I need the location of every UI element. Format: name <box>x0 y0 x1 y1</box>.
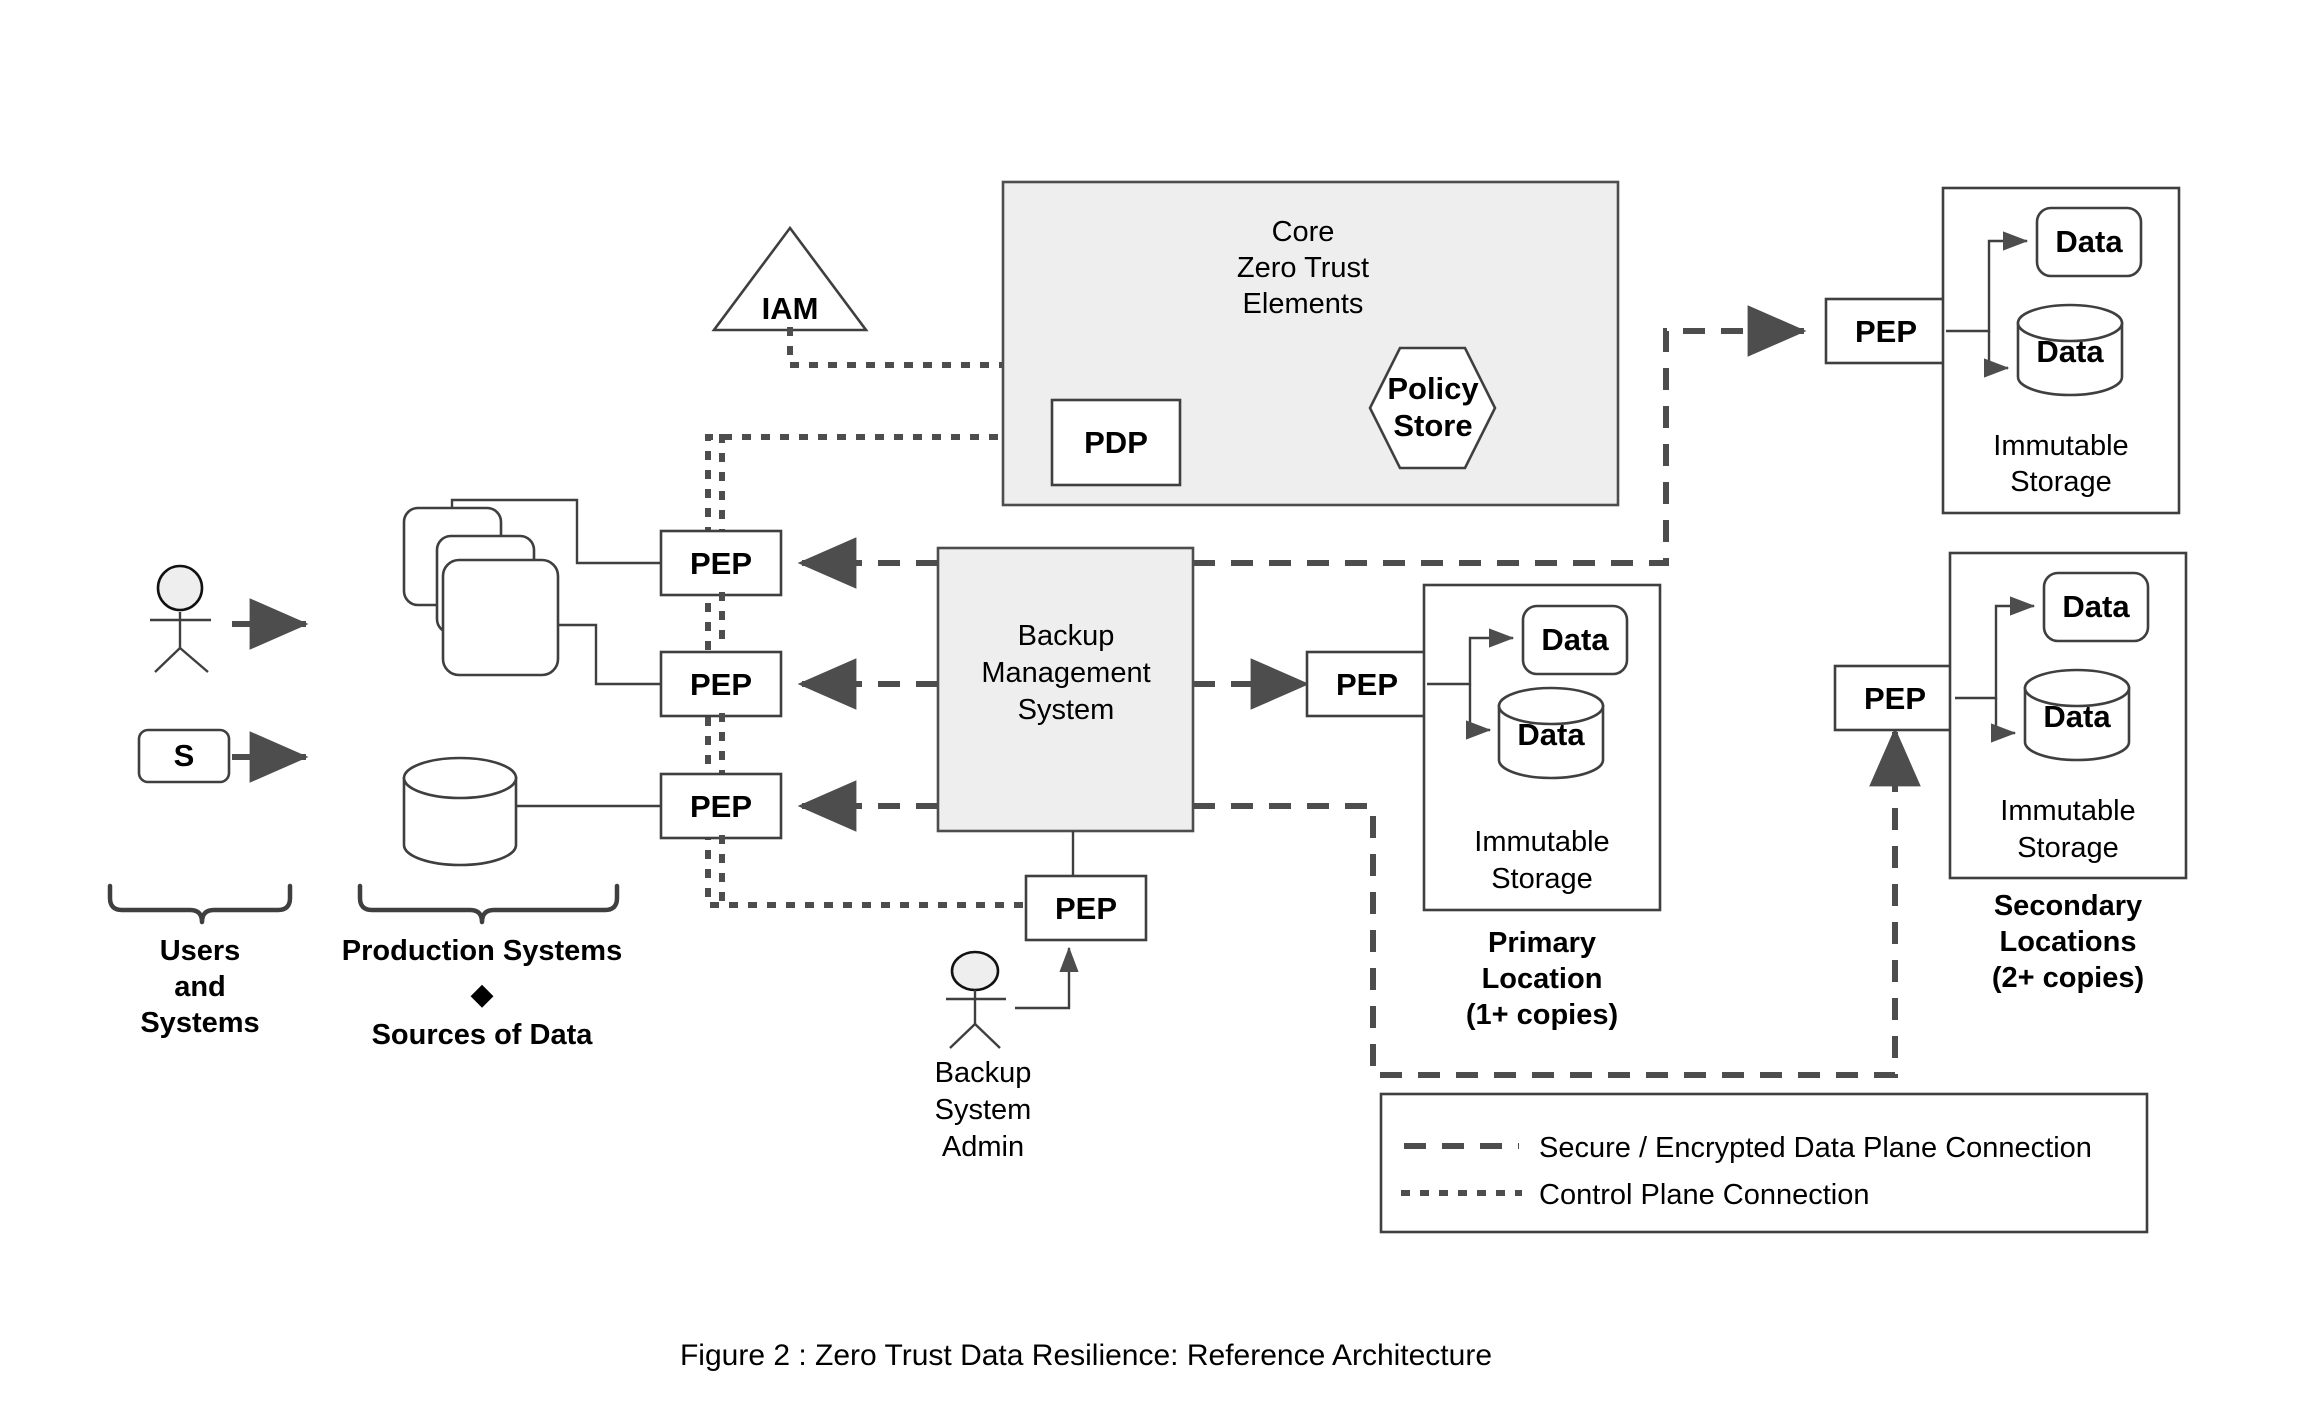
data-label: Data <box>2036 334 2104 369</box>
immutable-top-data-cylinder: Data <box>2016 303 2124 397</box>
production-database-cylinder <box>402 756 518 867</box>
primary-data-box: Data <box>1521 604 1629 676</box>
primary-location-label-3: (1+ copies) <box>1466 999 1618 1031</box>
primary-location-label-2: Location <box>1482 963 1603 995</box>
data-label: Data <box>2043 699 2111 734</box>
legend-label-dashed: Secure / Encrypted Data Plane Connection <box>1539 1132 2092 1164</box>
legend-label-dotted: Control Plane Connection <box>1539 1179 1869 1211</box>
connector-admin-to-pep-admin <box>1015 946 1079 1010</box>
control-pdp-to-peps-trunk <box>705 434 1055 908</box>
connector-apps-to-pep-mid <box>558 623 661 686</box>
data-label: Data <box>2055 224 2123 259</box>
figure-caption: Figure 2 : Zero Trust Data Resilience: R… <box>680 1339 1492 1372</box>
secondary-location-label-2: Locations <box>2000 926 2137 958</box>
policy-store-node[interactable]: Policy Store <box>1368 346 1497 470</box>
pep-label: PEP <box>690 789 752 824</box>
production-brace <box>357 883 620 925</box>
connector-pep-immutable-to-data-box <box>1946 231 2029 333</box>
primary-location-label-1: Primary <box>1488 927 1596 959</box>
core-title-3: Elements <box>1243 288 1364 320</box>
pdp-label: PDP <box>1084 425 1148 460</box>
connector-pep-secondary-to-data-cylinder <box>1991 698 2017 743</box>
connector-apps-to-pep-top <box>450 498 661 565</box>
data-label: Data <box>1517 717 1585 752</box>
secondary-location-label-1: Secondary <box>1994 890 2142 922</box>
users-group-label-3: Systems <box>140 1007 259 1039</box>
policy-store-label-2: Store <box>1393 408 1472 443</box>
system-actor-label: S <box>174 738 195 773</box>
pep-label: PEP <box>1864 681 1926 716</box>
iam-label: IAM <box>762 291 819 326</box>
connector-pep-immutable-to-data-cylinder <box>1984 331 2010 378</box>
users-group-label-2: and <box>174 971 226 1003</box>
immutable-top-data-box: Data <box>2035 206 2143 278</box>
production-group-label-1: Production Systems <box>342 935 622 967</box>
core-title-2: Zero Trust <box>1237 252 1369 284</box>
immutable-top-group: Data Data Immutable Storage <box>1941 186 2181 515</box>
connector-pep-primary-to-data-box <box>1427 628 1515 686</box>
production-group-diamond-icon: ◆ <box>470 978 493 1011</box>
admin-label-1: Backup <box>935 1057 1032 1089</box>
secondary-location-group: Data Data Immutable Storage <box>1948 551 2188 880</box>
policy-store-label-1: Policy <box>1387 371 1479 406</box>
core-title-1: Core <box>1272 216 1335 248</box>
pdp-node[interactable]: PDP <box>1050 398 1182 487</box>
pep-label: PEP <box>1055 891 1117 926</box>
immutable-top-label-2: Storage <box>2010 466 2112 498</box>
backup-admin-actor <box>946 950 1006 1049</box>
production-group-label-2: Sources of Data <box>372 1019 594 1051</box>
data-label: Data <box>1541 622 1609 657</box>
secondary-data-cylinder: Data <box>2023 668 2131 762</box>
immutable-top-label-1: Immutable <box>1993 430 2128 462</box>
admin-label-2: System <box>935 1094 1032 1126</box>
secondary-immutable-label-1: Immutable <box>2000 795 2135 827</box>
pep-prod-apps-mid[interactable]: PEP <box>659 650 783 718</box>
bms-title-3: System <box>1018 694 1115 726</box>
primary-immutable-label-1: Immutable <box>1474 826 1609 858</box>
pep-prod-apps-top[interactable]: PEP <box>659 529 783 597</box>
secondary-location-label-3: (2+ copies) <box>1992 962 2144 994</box>
pep-secondary[interactable]: PEP <box>1833 664 1957 732</box>
bms-title-1: Backup <box>1018 620 1115 652</box>
pep-label: PEP <box>690 667 752 702</box>
production-apps-stack <box>402 506 560 677</box>
backup-management-system[interactable]: Backup Management System <box>936 546 1195 833</box>
pep-label: PEP <box>1336 667 1398 702</box>
legend-box: Secure / Encrypted Data Plane Connection… <box>1379 1092 2149 1234</box>
secondary-data-box: Data <box>2042 571 2150 643</box>
pep-prod-db[interactable]: PEP <box>659 772 783 840</box>
iam-node: IAM <box>711 225 869 332</box>
connector-pep-secondary-to-data-box <box>1955 596 2036 700</box>
secondary-immutable-label-2: Storage <box>2017 832 2119 864</box>
system-actor-box: S <box>137 728 231 784</box>
data-bms-to-pep-immutable-top <box>1193 305 1807 566</box>
pep-primary[interactable]: PEP <box>1305 650 1429 718</box>
users-brace <box>107 883 293 925</box>
users-group-label-1: Users <box>160 935 241 967</box>
admin-label-3: Admin <box>942 1131 1024 1163</box>
primary-data-cylinder: Data <box>1497 686 1605 780</box>
primary-location-group: Data Data Immutable Storage <box>1422 583 1662 912</box>
bms-title-2: Management <box>981 657 1150 689</box>
user-actor <box>150 564 211 673</box>
pep-admin[interactable]: PEP <box>1024 874 1148 942</box>
data-label: Data <box>2062 589 2130 624</box>
primary-immutable-label-2: Storage <box>1491 863 1593 895</box>
connector-pep-primary-to-data-cylinder <box>1466 684 1492 740</box>
pep-immutable-top[interactable]: PEP <box>1824 297 1948 365</box>
pep-label: PEP <box>1855 314 1917 349</box>
data-bms-to-pep-secondary <box>1193 727 1921 1078</box>
pep-label: PEP <box>690 546 752 581</box>
